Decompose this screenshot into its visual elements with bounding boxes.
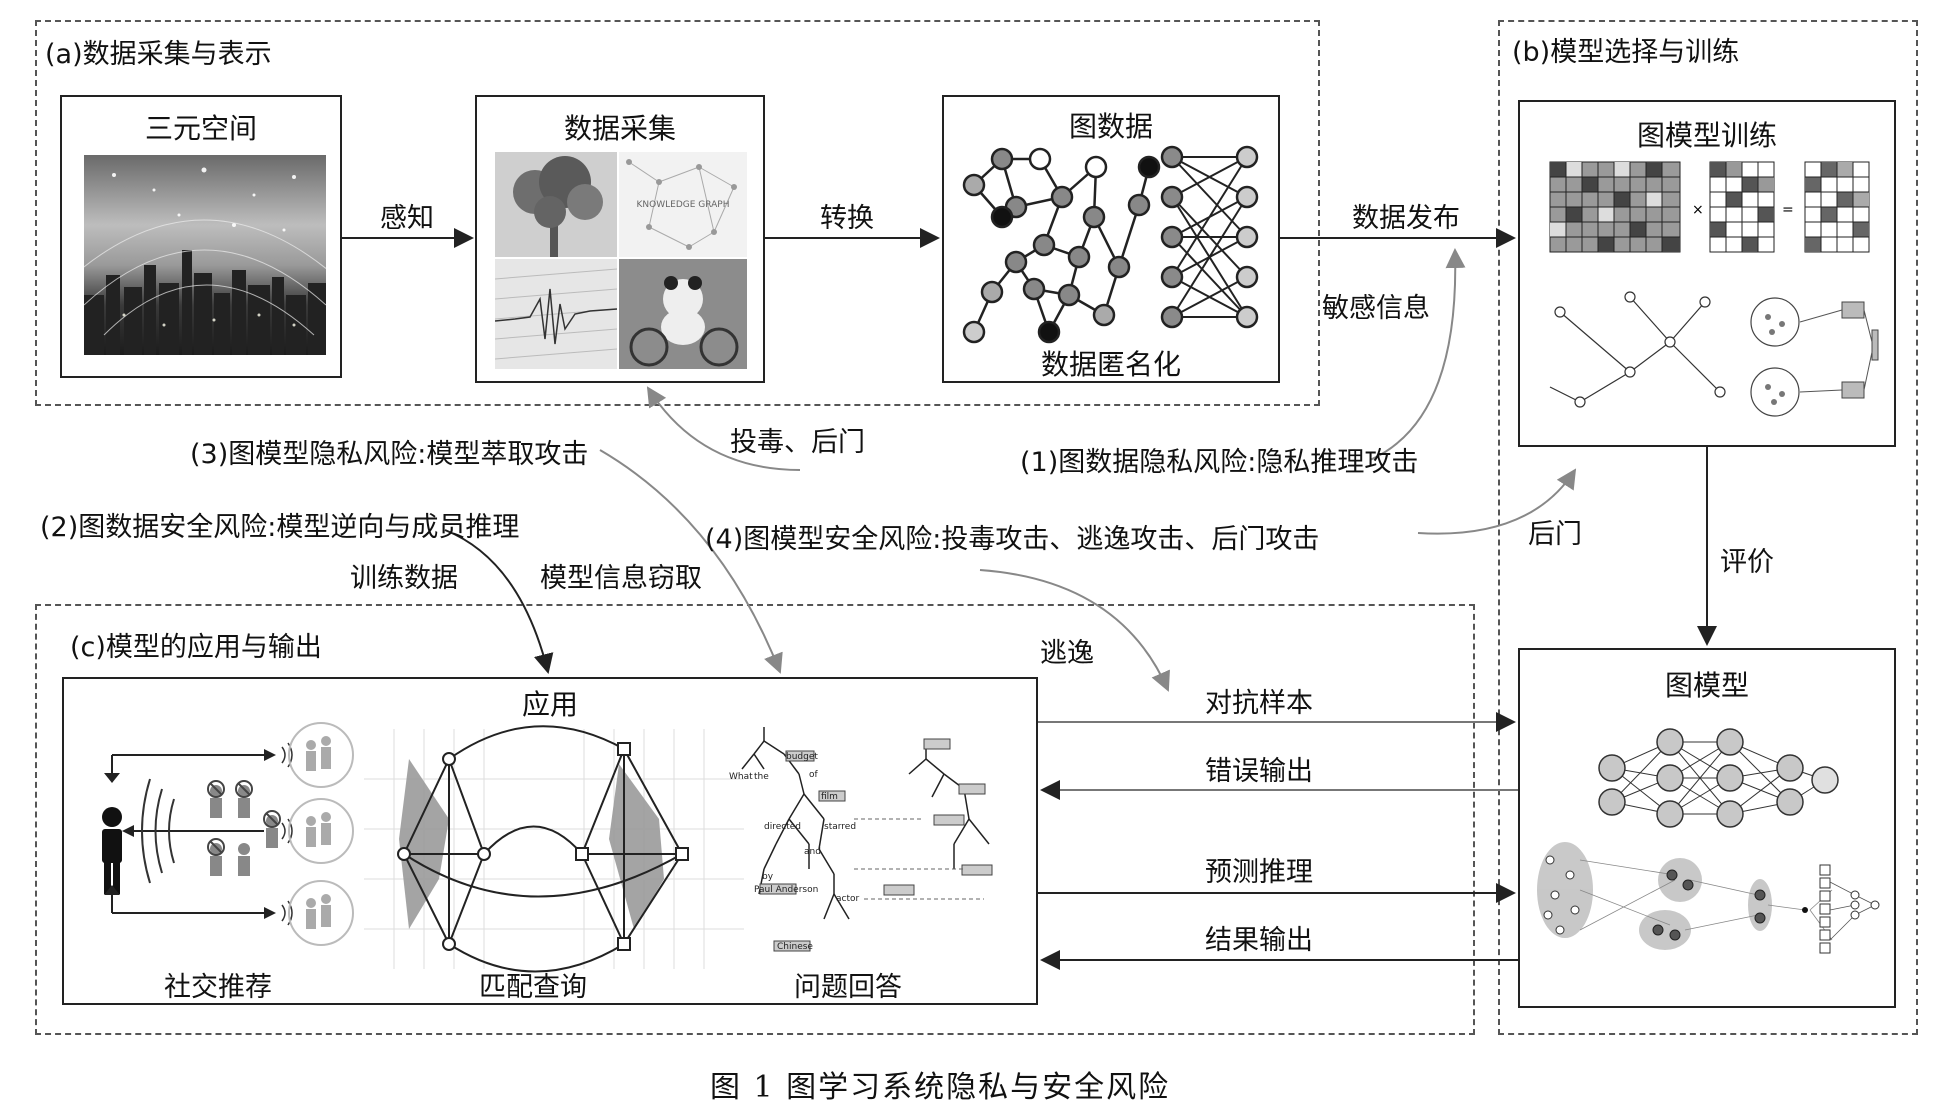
risk-1-label: (1)图数据隐私风险:隐私推理攻击: [1020, 447, 1419, 478]
train-box: 图模型训练 × =: [1518, 100, 1896, 447]
qa-budget: budget: [786, 752, 818, 762]
poison-arrow: [646, 386, 801, 471]
qa-by: by: [762, 872, 774, 882]
backdoor-label: 后门: [1528, 519, 1582, 550]
risk-2-label: (2)图数据安全风险:模型逆向与成员推理: [40, 512, 520, 543]
graph-data-box: 图数据: [942, 95, 1280, 383]
space-box: 三元空间: [60, 95, 342, 378]
collect-box: 数据采集 KNOWLEDGE GRAPH: [475, 95, 765, 383]
app-social-label: 社交推荐: [164, 972, 272, 1003]
app-drawings: What the budget of film directed starred…: [102, 722, 993, 973]
train-title: 图模型训练: [1636, 119, 1777, 152]
publish-label: 数据发布: [1352, 203, 1460, 234]
collect-title: 数据采集: [563, 112, 676, 145]
model-steal-arrow: [599, 449, 783, 674]
qa-actor: actor: [836, 894, 859, 904]
app-qa-label: 问题回答: [794, 972, 902, 1003]
convert-label: 转换: [820, 203, 874, 234]
app-box: 应用: [62, 677, 1038, 1005]
train-data-label: 训练数据: [350, 563, 458, 594]
qa-the: the: [754, 772, 769, 782]
qa-what: What: [729, 772, 753, 782]
space-title: 三元空间: [144, 112, 257, 145]
figure-caption: 图 1 图学习系统隐私与安全风险: [710, 1070, 1171, 1105]
graph-data-title: 图数据: [1068, 110, 1153, 143]
model-steal-label: 模型信息窃取: [540, 563, 702, 594]
qa-of: of: [809, 770, 819, 780]
qa-paul: Paul Anderson: [754, 885, 818, 895]
app-title: 应用: [521, 688, 578, 721]
panda-image: [619, 259, 747, 369]
sensitive-arrow: [1369, 248, 1466, 461]
predict-label: 预测推理: [1205, 857, 1313, 888]
risk-4-label: (4)图模型安全风险:投毒攻击、逃逸攻击、后门攻击: [705, 524, 1320, 555]
anonymize-label: 数据匿名化: [1040, 348, 1181, 381]
city-image: [84, 155, 326, 355]
adversarial-label: 对抗样本: [1205, 688, 1313, 719]
seismograph-image: [495, 259, 617, 369]
tree-image: [495, 152, 617, 257]
social-person-icon: [102, 807, 122, 894]
graph-model-title: 图模型: [1664, 669, 1749, 702]
perceive-label: 感知: [380, 203, 434, 234]
result-label: 结果输出: [1205, 925, 1313, 956]
knowledge-graph-image: KNOWLEDGE GRAPH: [619, 152, 747, 257]
train-data-arrow: [444, 529, 554, 674]
evasion-label: 逃逸: [1040, 638, 1094, 669]
evasion-arrow: [979, 569, 1170, 692]
poison-backdoor-label: 投毒、后门: [730, 427, 865, 458]
kg-text: KNOWLEDGE GRAPH: [637, 200, 730, 210]
svg-text:=: =: [1782, 202, 1794, 218]
neural-net-drawing: [1537, 728, 1880, 954]
region-b-title: (b)模型选择与训练: [1512, 37, 1740, 68]
graph-model-box: 图模型: [1518, 648, 1896, 1008]
region-b-frame: [1498, 20, 1918, 1035]
region-c-title: (c)模型的应用与输出: [70, 632, 322, 663]
wrong-output-label: 错误输出: [1205, 756, 1313, 787]
backdoor-arrow: [1417, 468, 1577, 535]
svg-text:×: ×: [1692, 202, 1704, 218]
sensitive-label: 敏感信息: [1322, 293, 1430, 324]
region-c-frame: [35, 604, 1475, 1035]
qa-chinese: Chinese: [777, 942, 813, 952]
region-a-title: (a)数据采集与表示: [45, 39, 272, 70]
evaluate-label: 评价: [1720, 547, 1774, 578]
graph-data-drawing: [962, 145, 1259, 344]
region-a-frame: [35, 20, 1320, 406]
qa-starred: starred: [824, 822, 856, 832]
app-match-label: 匹配查询: [479, 972, 587, 1003]
qa-film: film: [821, 792, 838, 802]
matrix-drawing: × =: [1549, 161, 1879, 417]
risk-3-label: (3)图模型隐私风险:模型萃取攻击: [190, 439, 589, 470]
qa-and: and: [804, 847, 821, 857]
qa-directed: directed: [764, 822, 801, 832]
